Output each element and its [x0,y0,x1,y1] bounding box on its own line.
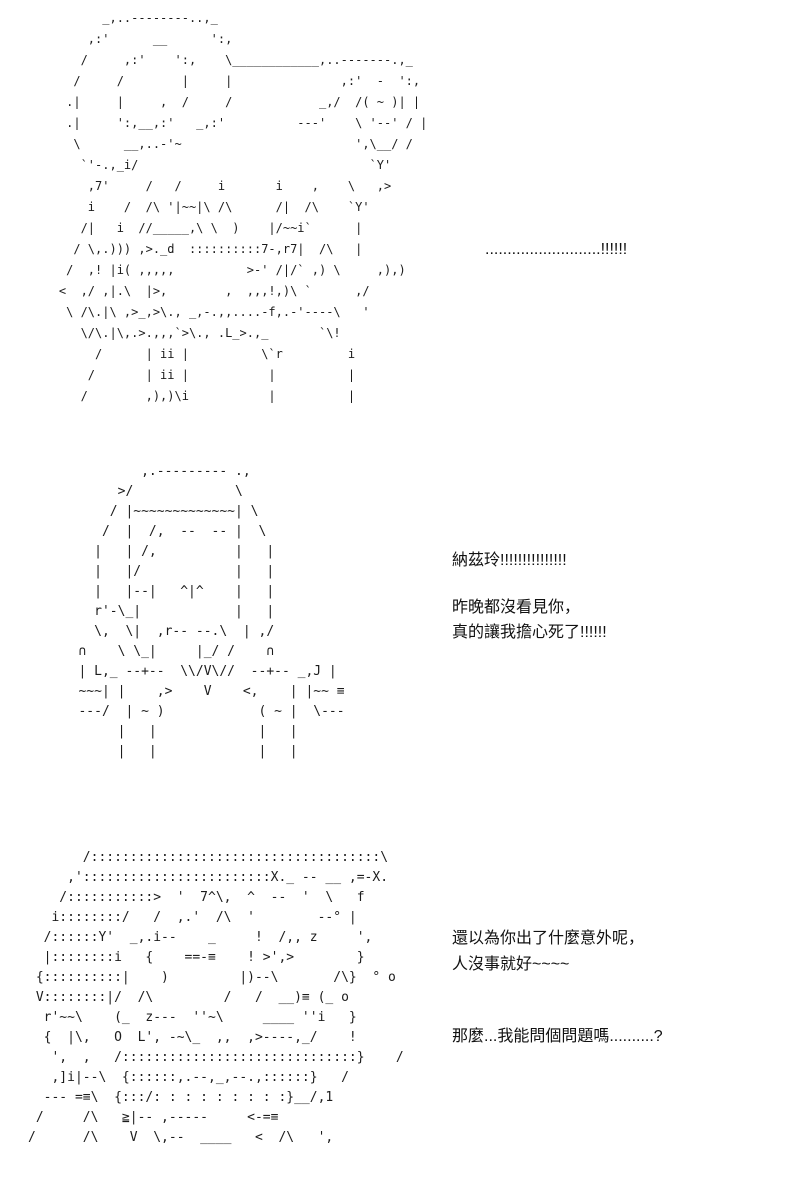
dialogue-gap [452,978,663,1024]
dialogue-line: 真的讓我擔心死了!!!!!! [452,624,607,641]
dialogue-line: 人沒事就好~~~~ [452,956,570,973]
dialogue-line: 昨晚都沒看見你， [452,599,581,616]
ascii-art-thumbs-up-character: ,.--------- ., >/ \ / |~~~~~~~~~~~~~| \ … [78,464,345,759]
dialogue-line: ..........................!!!!!! [485,241,628,258]
dialogue-line: 那麼...我能問個問題嗎..........? [452,1028,663,1045]
dialogue-block-2: 納茲玲!!!!!!!!!!!!!!! 昨晚都沒看見你， 真的讓我擔心死了!!!!… [452,548,607,645]
ascii-art-reclining-character: /:::::::::::::::::::::::::::::::::::::\ … [28,850,404,1145]
dialogue-line: 還以為你出了什麼意外呢， [452,930,645,947]
dialogue-gap [452,573,607,595]
dialogue-line: 納茲玲!!!!!!!!!!!!!!! [452,552,567,569]
dialogue-block-1: ..........................!!!!!! [485,238,627,262]
ascii-art-mouse-character: _,..--------..,_ ,:' __ ':, / ,:' ':, \_… [58,11,428,403]
dialogue-block-3: 還以為你出了什麼意外呢， 人沒事就好~~~~ 那麼...我能問個問題嗎.....… [452,926,663,1050]
